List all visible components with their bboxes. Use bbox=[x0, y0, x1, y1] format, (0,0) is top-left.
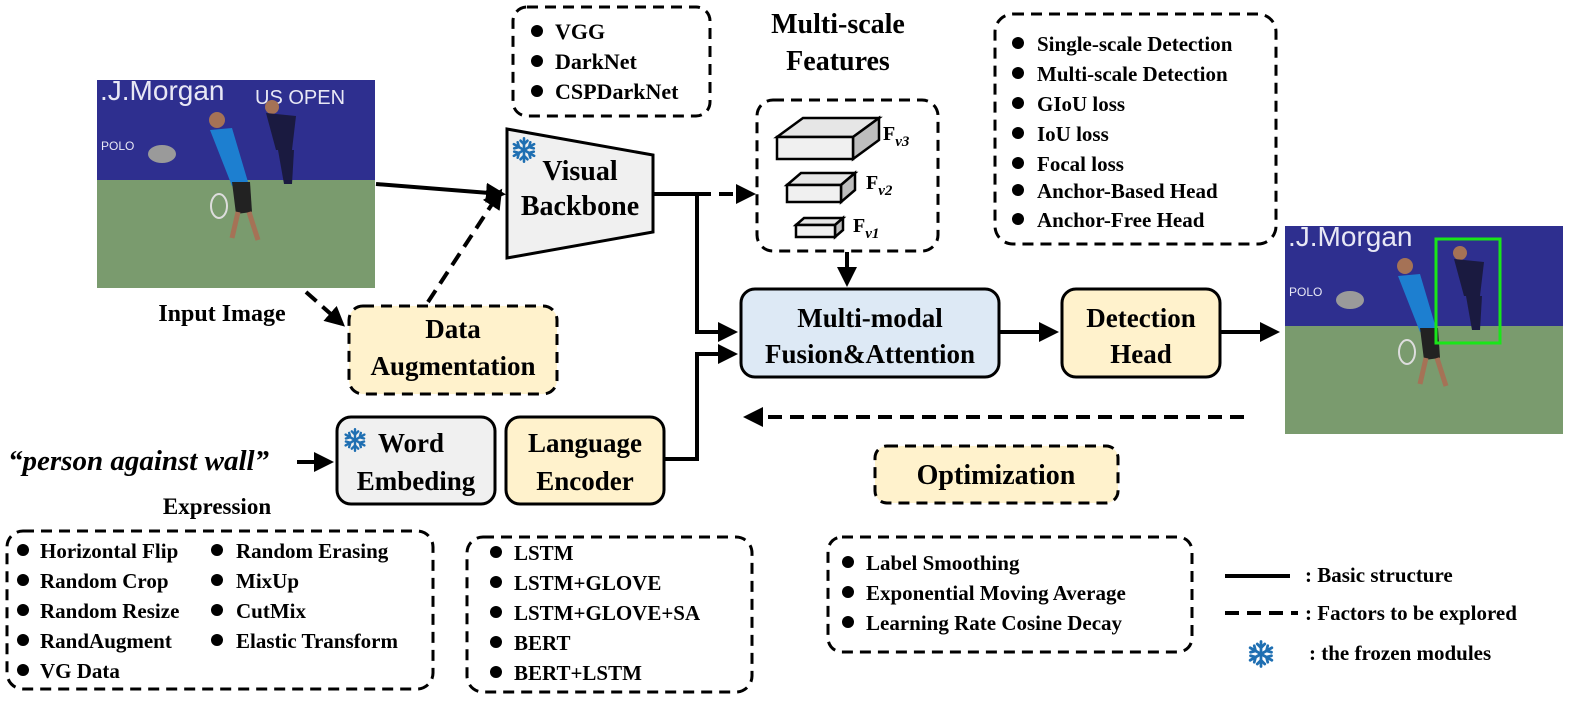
language-encoder-label-line1: Language bbox=[528, 428, 642, 458]
backbone-option-item: VGG bbox=[555, 19, 605, 44]
word-embedding-label-line2: Embeding bbox=[357, 466, 476, 496]
feature-map-v1 bbox=[792, 215, 847, 240]
banner-text-left: .J.Morgan bbox=[100, 75, 225, 106]
word-embedding-label-line1: Word bbox=[378, 428, 444, 458]
legend: : Basic structure : Factors to be explor… bbox=[1225, 563, 1517, 668]
optimization-option-item: Exponential Moving Average bbox=[866, 581, 1126, 605]
features-box bbox=[755, 98, 940, 253]
augmentation-option-item: Random Erasing bbox=[236, 539, 389, 563]
visual-backbone-label-line2: Backbone bbox=[521, 191, 639, 222]
snowflake-icon bbox=[1248, 640, 1274, 668]
encoder-options-box bbox=[465, 535, 754, 694]
head-option-item: Multi-scale Detection bbox=[1037, 62, 1228, 86]
head-option-item: IoU loss bbox=[1037, 122, 1109, 146]
banner-text-polo: POLO bbox=[101, 139, 134, 153]
encoder-options-list: LSTM LSTM+GLOVE LSTM+GLOVE+SA BERT BERT+… bbox=[490, 541, 701, 685]
ball-person-figure-output bbox=[1453, 246, 1484, 330]
visual-backbone-label-line1: Visual bbox=[542, 156, 617, 187]
encoder-option-item: LSTM bbox=[514, 541, 574, 565]
connection-arrows bbox=[297, 182, 1280, 472]
augmentation-option-item: Random Crop bbox=[40, 569, 169, 593]
data-augmentation-block bbox=[347, 304, 559, 396]
tennis-player-figure bbox=[209, 112, 261, 241]
head-options-box bbox=[993, 12, 1278, 246]
fusion-label-line1: Multi-modal bbox=[797, 303, 943, 333]
optimization-option-item: Label Smoothing bbox=[866, 551, 1020, 575]
feature-map-v3 bbox=[773, 115, 883, 162]
augmentation-option-item: Horizontal Flip bbox=[40, 539, 178, 563]
head-option-item: Focal loss bbox=[1037, 152, 1124, 176]
legend-dashed-label: : Factors to be explored bbox=[1305, 601, 1517, 625]
optimization-options-list: Label Smoothing Exponential Moving Avera… bbox=[842, 551, 1126, 635]
augmentation-options-list: Horizontal Flip Random Crop Random Resiz… bbox=[17, 539, 398, 683]
output-image-photo: .J.Morgan POLO bbox=[1285, 221, 1563, 434]
augmentation-option-item: CutMix bbox=[236, 599, 306, 623]
head-option-item: GIoU loss bbox=[1037, 92, 1125, 116]
word-embedding-block bbox=[335, 415, 497, 506]
input-image-photo: .J.Morgan US OPEN POLO bbox=[97, 75, 375, 288]
backbone-options-box bbox=[511, 5, 712, 118]
optimization-label: Optimization bbox=[917, 460, 1076, 491]
data-augmentation-label-line2: Augmentation bbox=[370, 351, 535, 381]
augmentation-option-item: Random Resize bbox=[40, 599, 179, 623]
optimization-option-item: Learning Rate Cosine Decay bbox=[866, 611, 1123, 635]
head-options-list: Single-scale Detection Multi-scale Detec… bbox=[1012, 32, 1233, 232]
expression-text: “person against wall” bbox=[8, 445, 270, 477]
augmentation-option-item: Elastic Transform bbox=[236, 629, 398, 653]
ball-person-figure bbox=[265, 100, 296, 184]
legend-solid-label: : Basic structure bbox=[1305, 563, 1453, 587]
input-image-label: Input Image bbox=[158, 301, 286, 327]
detection-head-label-line1: Detection bbox=[1086, 303, 1195, 333]
feature-map-v2 bbox=[783, 170, 859, 205]
feature-label-v1: Fv1 bbox=[853, 215, 879, 242]
optimization-options-box bbox=[826, 535, 1194, 654]
expression-label: Expression bbox=[163, 494, 271, 519]
augmentation-option-item: VG Data bbox=[40, 659, 120, 683]
augmentation-option-item: RandAugment bbox=[40, 629, 172, 653]
augmentation-option-item: MixUp bbox=[236, 569, 299, 593]
multiscale-title-line1: Multi-scale bbox=[771, 9, 905, 40]
banner-text-polo-output: POLO bbox=[1289, 285, 1322, 299]
augmentation-options-box bbox=[5, 529, 435, 691]
head-option-item: Anchor-Based Head bbox=[1037, 179, 1218, 203]
encoder-option-item: BERT+LSTM bbox=[514, 661, 642, 685]
backbone-options-list: VGG DarkNet CSPDarkNet bbox=[531, 19, 679, 104]
feature-label-v3: Fv3 bbox=[883, 123, 910, 150]
encoder-option-item: BERT bbox=[514, 631, 570, 655]
feature-label-v2: Fv2 bbox=[866, 172, 893, 199]
optimization-block bbox=[873, 444, 1120, 505]
detection-head-label-line2: Head bbox=[1110, 339, 1172, 369]
language-encoder-label-line2: Encoder bbox=[536, 466, 634, 496]
backbone-option-item: CSPDarkNet bbox=[555, 79, 679, 104]
head-option-item: Single-scale Detection bbox=[1037, 32, 1233, 56]
fusion-label-line2: Fusion&Attention bbox=[765, 339, 975, 369]
encoder-option-item: LSTM+GLOVE bbox=[514, 571, 661, 595]
multiscale-title-line2: Features bbox=[786, 46, 890, 77]
banner-text-left-output: .J.Morgan bbox=[1288, 221, 1413, 252]
visual-backbone-block bbox=[505, 127, 655, 260]
detection-bounding-box bbox=[1434, 237, 1502, 345]
legend-frozen-label: : the frozen modules bbox=[1309, 641, 1491, 665]
backbone-option-item: DarkNet bbox=[555, 49, 638, 74]
head-option-item: Anchor-Free Head bbox=[1037, 208, 1205, 232]
data-augmentation-label-line1: Data bbox=[425, 314, 481, 344]
encoder-option-item: LSTM+GLOVE+SA bbox=[514, 601, 701, 625]
